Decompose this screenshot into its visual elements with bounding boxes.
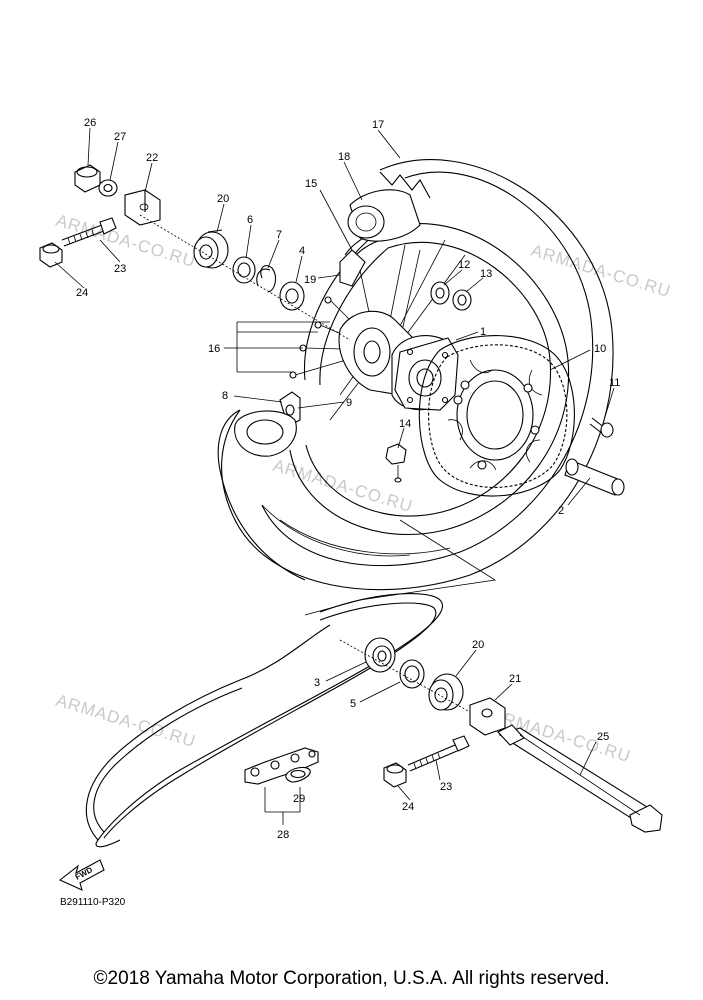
tire-part [217, 159, 614, 591]
collar-20b-part [428, 673, 464, 711]
callout-3: 3 [314, 677, 320, 689]
adjuster-22-part [124, 189, 161, 226]
watermark: ARMADA-CO.RU [271, 456, 415, 517]
callout-9: 9 [346, 397, 352, 409]
collar-part [564, 458, 625, 496]
callout-24a: 24 [76, 287, 88, 299]
bearing-6-part [232, 256, 256, 284]
tube-part [347, 189, 421, 242]
watermarks: ARMADA-CO.RU ARMADA-CO.RU ARMADA-CO.RU A… [54, 211, 673, 767]
adjuster-21-part [469, 697, 506, 736]
callout-13: 13 [480, 268, 492, 280]
copyright-notice: ©2018 Yamaha Motor Corporation, U.S.A. A… [93, 968, 610, 989]
callout-6: 6 [247, 214, 253, 226]
callout-10: 10 [594, 343, 606, 355]
callout-16: 16 [208, 343, 220, 355]
washer-27-part [98, 179, 118, 197]
callout-23b: 23 [440, 781, 452, 793]
watermark: ARMADA-CO.RU [529, 241, 673, 302]
callout-2: 2 [558, 505, 564, 517]
hub-part [338, 310, 459, 411]
callout-7: 7 [276, 229, 282, 241]
diagram-code: B291110-P320 [60, 897, 126, 908]
leader-lines [54, 127, 615, 825]
bolt-23b-part [407, 735, 470, 772]
circlip-7-part [256, 265, 277, 293]
collar-20a-part [193, 229, 229, 269]
bolt-23a-part [61, 217, 117, 247]
callout-29: 29 [293, 793, 305, 805]
nut-24a-part [39, 242, 63, 268]
callout-19: 19 [304, 274, 316, 286]
washer-13-part [452, 289, 472, 311]
watermark: ARMADA-CO.RU [54, 691, 198, 752]
callout-4: 4 [299, 245, 305, 257]
callout-24b: 24 [402, 801, 414, 813]
valve-part [339, 249, 366, 287]
callout-1: 1 [480, 326, 486, 338]
bearing-4-part [279, 281, 305, 311]
callout-20a: 20 [217, 193, 229, 205]
nut-24b-part [383, 762, 407, 788]
callout-18: 18 [338, 151, 350, 163]
spacer-12-part [430, 281, 450, 305]
drive-chain-part [85, 593, 444, 848]
callout-26: 26 [84, 117, 96, 129]
callout-12: 12 [458, 259, 470, 271]
callout-21: 21 [509, 673, 521, 685]
callout-20b: 20 [472, 639, 484, 651]
seal-5-part [399, 659, 425, 689]
callout-28: 28 [277, 829, 289, 841]
weight-14-part [385, 443, 407, 483]
chain-joint-part [244, 747, 319, 813]
callout-17: 17 [372, 119, 384, 131]
sprocket-bolt-part [589, 417, 614, 438]
sprocket-part [418, 335, 575, 497]
callout-25: 25 [597, 731, 609, 743]
fwd-arrow-icon: FWD [58, 859, 105, 891]
rim-part [289, 223, 570, 535]
callout-23a: 23 [114, 263, 126, 275]
axle-25-part [497, 724, 663, 833]
callout-14: 14 [399, 418, 411, 430]
callout-11: 11 [609, 377, 620, 389]
callout-27: 27 [114, 131, 126, 143]
nut-26-part [74, 164, 101, 193]
callout-5: 5 [350, 698, 356, 710]
callout-15: 15 [305, 178, 317, 190]
callout-numbers: 26 27 22 20 6 7 4 23 24 15 18 17 19 12 1… [76, 117, 620, 841]
rim-lock-8-part [234, 410, 297, 457]
callout-8: 8 [222, 390, 228, 402]
bearing-3-part [364, 637, 396, 673]
callout-22: 22 [146, 152, 158, 164]
